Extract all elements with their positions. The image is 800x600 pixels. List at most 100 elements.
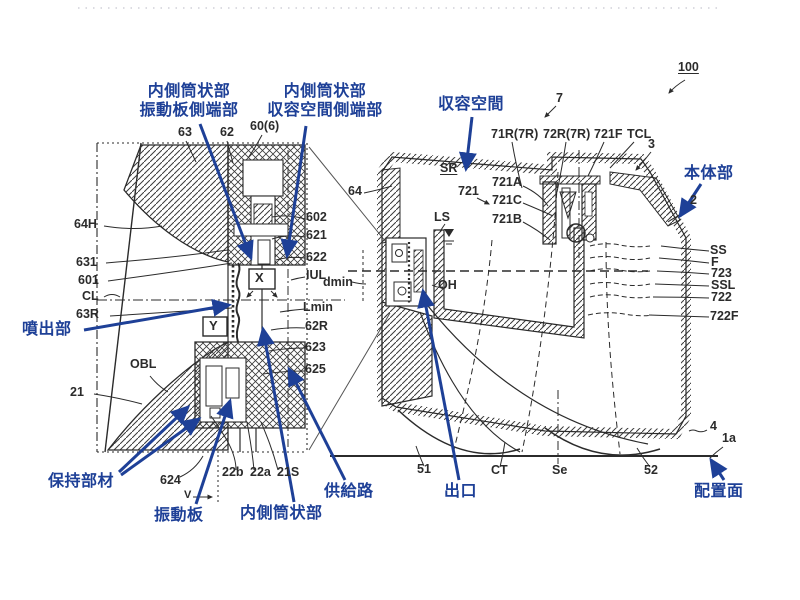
ref-x: X [255, 270, 264, 285]
ref-7: 7 [556, 91, 563, 105]
ref-sr: SR [440, 161, 458, 175]
leader-cl [103, 294, 121, 298]
leader-722f [648, 314, 710, 318]
leader-52 [636, 447, 651, 468]
label-inner-tube-plate-end: 内側筒状部 振動板側端部 [139, 83, 239, 120]
leader-723 [656, 270, 710, 275]
nozzle-upper-part [391, 243, 408, 263]
ref-21s: 21S [277, 465, 300, 479]
ref-624: 624 [160, 473, 181, 487]
label-main-body: 本体部 [684, 165, 734, 182]
cross-slot [233, 223, 289, 237]
valve-column-left [542, 181, 557, 245]
leader-21 [93, 393, 143, 405]
upper-horn-hatched [123, 144, 229, 263]
ref-625: 625 [305, 362, 326, 376]
wheel-arc-right [544, 427, 661, 456]
leader-iul [290, 276, 306, 281]
leader-601 [107, 262, 233, 282]
liquid-level-lines [444, 240, 454, 245]
ref-721b: 721B [492, 212, 522, 226]
ref-60-6: 60(6) [250, 119, 280, 133]
leader-624 [179, 455, 204, 478]
leader-f [658, 257, 710, 264]
leader-721f [587, 141, 605, 177]
ref-ct: CT [491, 463, 508, 477]
spring-line-722 [589, 294, 651, 299]
ref-ssl: SSL [711, 278, 736, 292]
leader-621 [271, 235, 306, 240]
leader-ls [439, 223, 446, 233]
ref-601: 601 [78, 273, 99, 287]
label-supply-path: 供給路 [324, 483, 374, 500]
liquid-level-symbol [444, 229, 454, 237]
magnification-lines [308, 146, 391, 451]
ref-4: 4 [710, 419, 717, 433]
leader-3 [635, 151, 652, 171]
ref-62r: 62R [305, 319, 328, 333]
left-detail-figure [96, 142, 345, 505]
arrow-inner-tube-plate-end [198, 123, 254, 261]
leader-ct [499, 441, 506, 468]
label-vibration-plate: 振動板 [154, 507, 204, 524]
ref-623: 623 [305, 340, 326, 354]
leader-64h [103, 225, 163, 229]
leader-7 [544, 105, 557, 118]
label-inner-tube-space-end: 内側筒状部 収容空間側端部 [267, 83, 383, 120]
valve-seat-circle [585, 233, 595, 243]
ref-631: 631 [76, 255, 97, 269]
x-dim-arrow-left [246, 290, 254, 298]
leader-tcl [609, 141, 635, 169]
leader-62 [226, 140, 234, 164]
arrow-holding-member-1 [117, 404, 191, 474]
leader-22a [246, 421, 255, 471]
leader-64 [363, 185, 393, 194]
label-holding-member: 保持部材 [48, 473, 115, 490]
spring-line-722f [587, 312, 653, 317]
wheel-arc-left [397, 409, 521, 455]
ref-tcl: TCL [627, 127, 652, 141]
x-dim-arrow-right [270, 290, 278, 298]
valve-wedge [559, 191, 577, 220]
arrow-supply-path [287, 366, 347, 481]
projection-curve-3 [605, 241, 621, 455]
arrow-main-body [678, 183, 703, 219]
ref-100: 100 [678, 60, 699, 74]
ref-721c: 721C [492, 193, 522, 207]
annotation-arrows [83, 116, 728, 505]
leader-602 [271, 215, 306, 220]
projection-curve-2 [451, 239, 493, 459]
leader-22b [210, 415, 237, 471]
arrow-holding-member-2 [120, 417, 202, 477]
nozzle-lower-part [393, 281, 412, 302]
projection-curve-1 [521, 171, 559, 453]
ref-y: Y [209, 318, 218, 333]
leader-obl [149, 375, 169, 393]
leader-ss [660, 245, 710, 252]
supply-tube-lower [239, 428, 257, 452]
nozzle-upper-circle [395, 249, 403, 257]
leader-722 [652, 296, 710, 299]
arrow-inner-tube-space-end [280, 125, 308, 259]
ref-621: 621 [306, 228, 327, 242]
ref-3: 3 [648, 137, 655, 151]
spring-line-ss [589, 243, 651, 248]
ref-722f: 722F [710, 309, 739, 323]
ref-52: 52 [644, 463, 658, 477]
cap-inner-band [609, 171, 681, 227]
ref-622: 622 [306, 250, 327, 264]
leader-721b [522, 221, 551, 241]
leader-lmin [279, 308, 306, 313]
leader-63 [185, 140, 197, 163]
ref-ls: LS [434, 210, 450, 224]
ref-f: F [711, 255, 719, 269]
ref-lmin: Lmin [303, 300, 333, 314]
ref-1a: 1a [722, 431, 736, 445]
valve-top-connector [539, 175, 601, 185]
leader-60-6 [247, 134, 263, 159]
section-box-y [202, 316, 228, 337]
lower-left-block [381, 301, 433, 407]
ref-721f: 721F [594, 127, 623, 141]
leader-721c [522, 202, 554, 217]
ref-iul: IUL [306, 268, 327, 282]
